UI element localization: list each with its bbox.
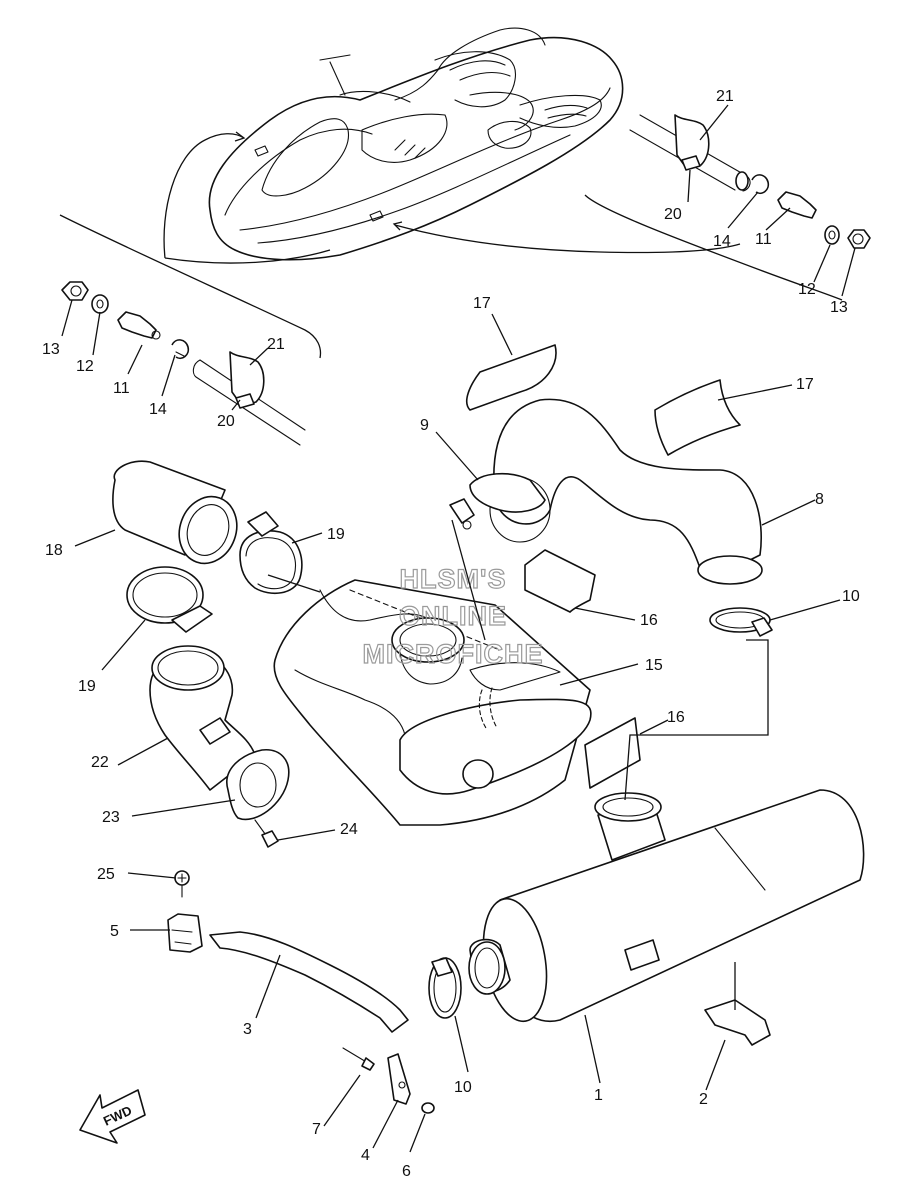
label-part-13-left: 13 [42,341,60,358]
exhaust-elbow-22 [149,645,256,791]
watermark-line-2: ONLINE [399,601,507,631]
label-part-20-right: 20 [664,206,682,223]
leader-lines [61,104,856,1153]
label-part-6: 6 [402,1163,411,1180]
label-part-11-right: 11 [755,231,772,248]
label-part-10-lower: 10 [454,1079,472,1096]
hose-clamp-10-upper [709,607,773,637]
label-part-21-left: 21 [267,336,285,353]
cable-tie-21 [674,114,710,170]
label-part-14-left: 14 [149,401,167,418]
label-part-18: 18 [45,542,63,559]
label-part-11-left: 11 [113,380,130,397]
hose-fitting-11 [117,311,157,339]
washer-12 [824,225,840,245]
pad-17-right [654,379,741,456]
label-part-2: 2 [699,1091,708,1108]
label-part-19-left: 19 [78,678,96,695]
label-part-16-upper: 16 [640,612,658,629]
hose-clamp-14 [751,174,770,195]
clip-5 [167,913,203,953]
label-part-19-right: 19 [327,526,345,543]
muffler-clip-2 [704,999,771,1046]
flange-nut-13 [61,281,89,301]
watermark: HLSM'S ONLINE MICROFICHE [362,563,544,669]
label-part-13-right: 13 [830,299,848,316]
label-part-12-right: 12 [798,281,816,298]
muffler-1 [468,789,865,1023]
label-part-20-left: 20 [217,413,235,430]
tie-holder-20 [681,155,701,171]
exhaust-hose-18 [112,460,238,565]
pad-17-upper [465,344,557,411]
label-part-17-right: 17 [796,376,814,393]
label-part-17-upper: 17 [473,295,491,312]
fwd-arrow-icon: FWD [79,1089,146,1144]
label-part-10-upper: 10 [842,588,860,605]
label-part-22: 22 [91,754,109,771]
label-part-25: 25 [97,866,115,883]
screw-25 [174,870,190,898]
label-part-8: 8 [815,491,824,508]
hose-clamp-9 [469,472,546,513]
label-part-12-left: 12 [76,358,94,375]
strap-3 [209,931,409,1033]
tie-holder-20 [235,393,255,409]
washer-12 [91,294,109,314]
label-part-14-right: 14 [713,233,731,250]
exhaust-cover-15 [273,579,592,826]
label-part-7: 7 [312,1121,321,1138]
rivet-7 [342,1047,375,1071]
gasket-23 [226,749,290,821]
label-part-1: 1 [594,1087,603,1104]
watermark-line-3: MICROFICHE [363,639,544,669]
part-number-labels: 1 2 3 4 5 6 7 8 9 10 10 11 11 12 12 13 1… [42,88,860,1180]
exhaust-hose-8 [493,398,762,569]
hose-clamp-19-right [239,511,303,595]
label-part-16-lower: 16 [667,709,685,726]
hose-clamp-10-lower [428,957,462,1019]
hose-clamp-19-left [126,566,213,633]
label-part-3: 3 [243,1021,252,1038]
hose-clamp-14 [171,339,190,360]
label-part-21-right: 21 [716,88,734,105]
label-part-4: 4 [361,1147,370,1164]
label-part-9: 9 [420,417,429,434]
label-part-15: 15 [645,657,663,674]
pad-16-lower [584,717,641,789]
left-fitting-group [59,214,322,446]
bracket-4 [387,1053,411,1105]
label-part-23: 23 [102,809,120,826]
bolt-24 [254,819,279,848]
watermark-line-1: HLSM'S [400,564,507,594]
washer-6 [421,1102,435,1114]
label-part-24: 24 [340,821,358,838]
pad-16-upper [524,549,596,613]
right-fitting-group [584,114,871,301]
flange-nut-13 [847,229,871,249]
cable-tie-21 [229,351,265,407]
watercraft-illustration [163,27,741,264]
label-part-5: 5 [110,923,119,940]
